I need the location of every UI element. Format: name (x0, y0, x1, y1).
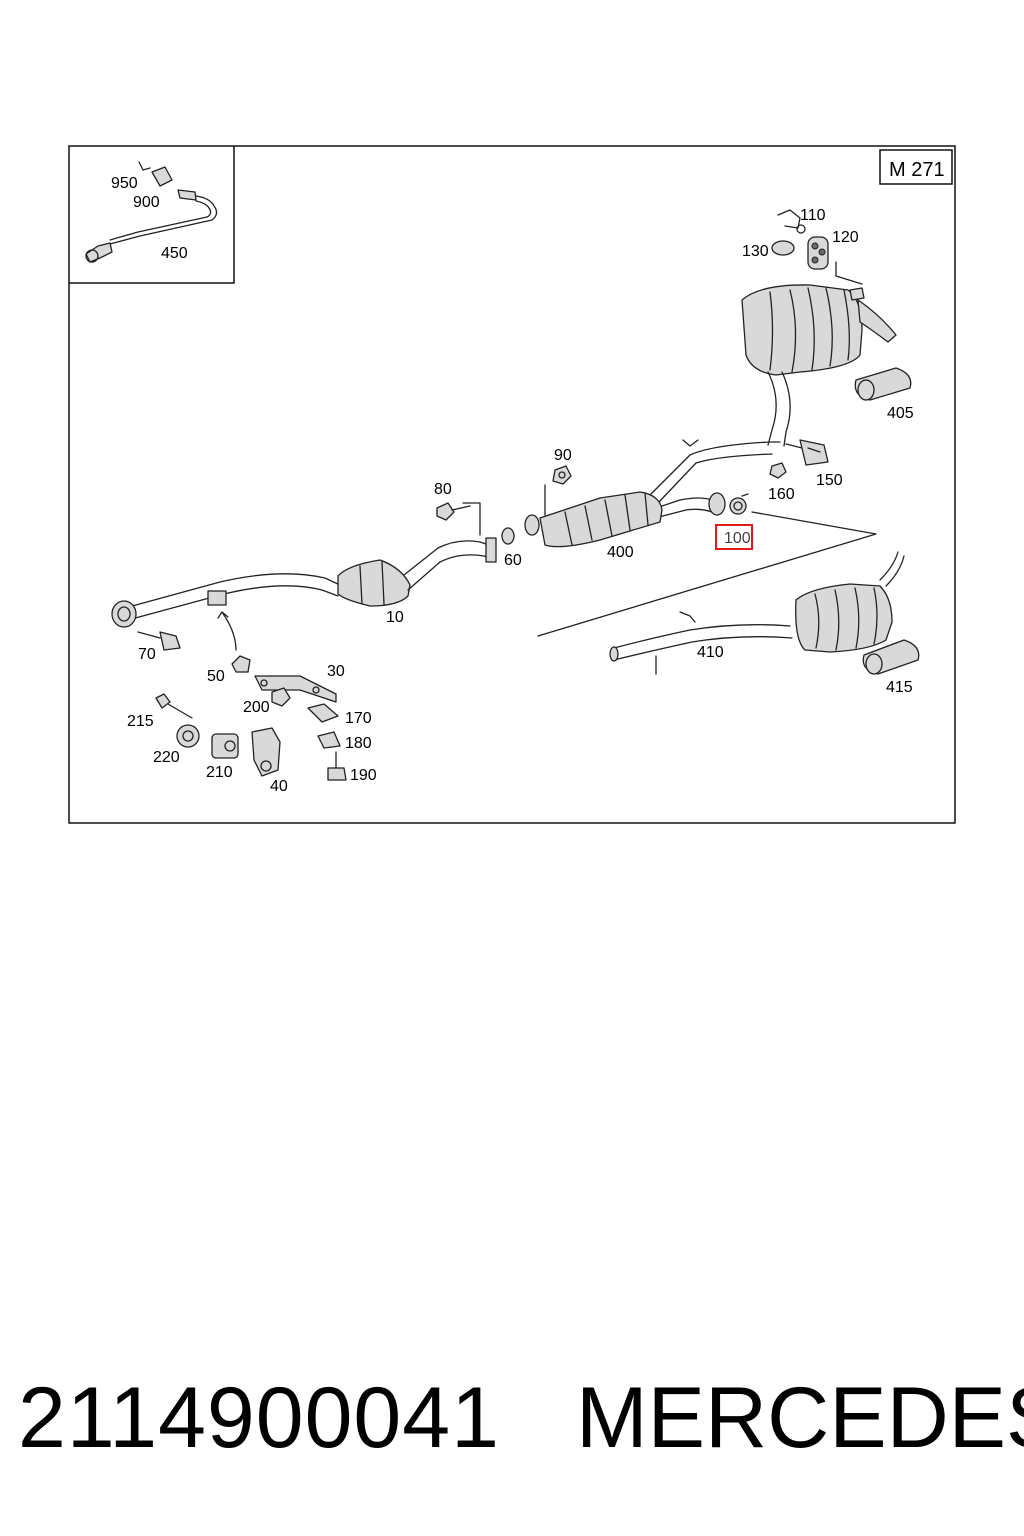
callout-180: 180 (345, 735, 372, 752)
hanger-arrowhead (217, 611, 229, 619)
bracket-180 (317, 731, 341, 749)
brand-name: MERCEDES (576, 1370, 1024, 1466)
bracket-30 (254, 675, 337, 703)
rubber-mount-170 (307, 703, 339, 723)
bracket-150-nut-160 (769, 439, 829, 479)
rear-muffler-top (741, 284, 897, 447)
intermediate-pipe (649, 439, 811, 519)
diagram-frame (68, 145, 956, 824)
callout-415: 415 (886, 679, 913, 696)
callout-450: 450 (161, 245, 188, 262)
inset-frame (69, 146, 235, 284)
callout-80: 80 (434, 481, 452, 498)
front-pipe-10 (111, 537, 497, 628)
rear-hanger-group (771, 209, 863, 285)
callout-215: 215 (127, 713, 154, 730)
bolt-190 (327, 751, 347, 781)
callout-150: 150 (816, 472, 843, 489)
nut-200 (271, 687, 291, 707)
engine-code: M 271 (889, 159, 945, 181)
callout-210: 210 (206, 764, 233, 781)
bolt-215 (155, 693, 193, 719)
callout-220: 220 (153, 749, 180, 766)
callout-170: 170 (345, 710, 372, 727)
bolt-70 (137, 631, 181, 651)
callout-200: 200 (243, 699, 270, 716)
damper-220 (176, 724, 200, 748)
part-number: 2114900041 (18, 1370, 500, 1466)
callout-60: 60 (504, 552, 522, 569)
callout-90: 90 (554, 447, 572, 464)
rear-muffler-bottom (609, 551, 905, 675)
callout-190: 190 (350, 767, 377, 784)
callout-110: 110 (800, 207, 826, 224)
bracket-40 (251, 727, 281, 777)
callout-950: 950 (111, 175, 138, 192)
callout-50: 50 (207, 668, 225, 685)
oxygen-sensor-group (85, 161, 218, 263)
callout-900: 900 (133, 194, 160, 211)
mount-210 (211, 733, 239, 759)
tailpipe-trim-405 (854, 367, 912, 401)
leader-line-upper (537, 511, 877, 637)
callout-405: 405 (887, 405, 914, 422)
hanger-arrow (221, 611, 237, 651)
callout-40: 40 (270, 778, 288, 795)
callout-410: 410 (697, 644, 724, 661)
callout-120: 120 (832, 229, 859, 246)
hanger-50 (231, 655, 251, 673)
tailpipe-trim-415 (862, 639, 920, 675)
engine-code-box (879, 149, 953, 185)
center-converter-400 (501, 484, 663, 548)
callout-70: 70 (138, 646, 156, 663)
callout-130: 130 (742, 243, 769, 260)
callout-160: 160 (768, 486, 795, 503)
highlight-box-100 (715, 524, 753, 550)
callout-100: 100 (724, 530, 751, 547)
bolt-80 (436, 502, 481, 536)
nut-90 (552, 465, 572, 485)
clamp-100 (729, 493, 749, 515)
callout-30: 30 (327, 663, 345, 680)
callout-10: 10 (386, 609, 404, 626)
callout-400: 400 (607, 544, 634, 561)
